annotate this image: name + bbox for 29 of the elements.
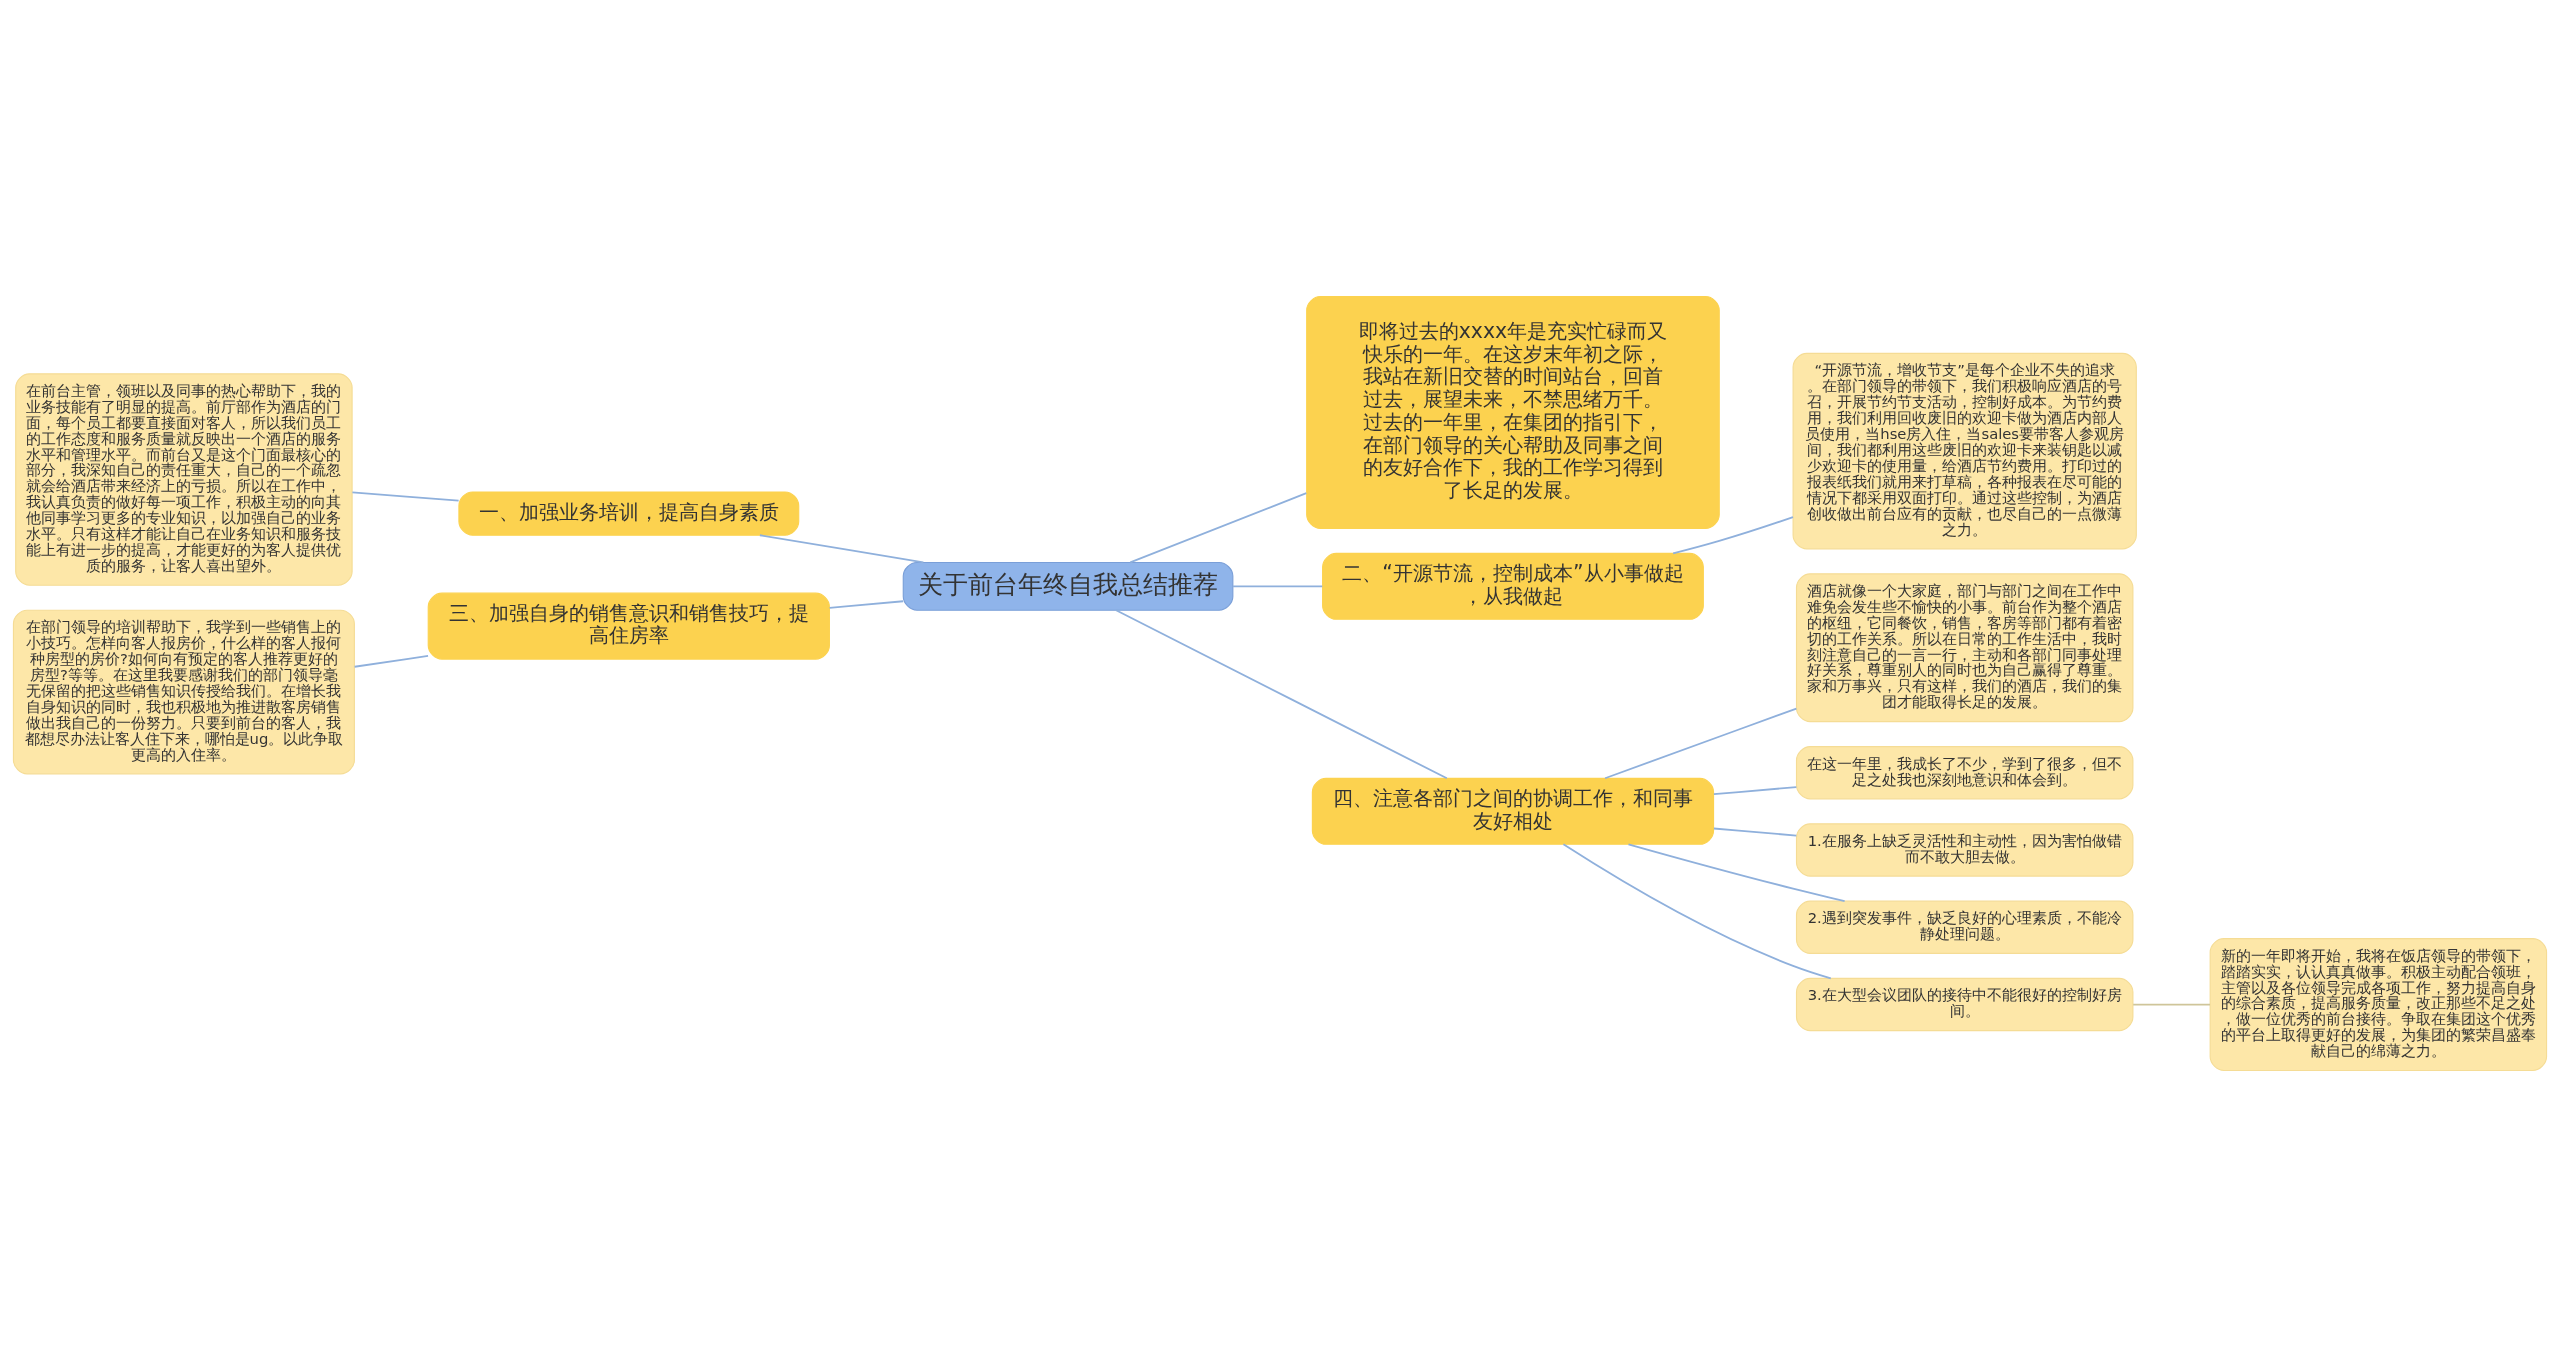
node-box: 酒店就像一个大家庭，部门与部门之间在工作中难免会发生些不愉快的小事。前台作为整个酒店的枢纽，它同餐饮，销售，客房等部门都有着密切的工作关系。所以在日常的工作生活中，我时刻注意自己的一言一行，主动和各部门同事处理好关系，尊重别人的同时也为自己赢得了尊重。家和万事兴，只有这样，我们的酒店，我们的集团才能取得长足的发展。 xyxy=(1795,573,2134,723)
connector xyxy=(1232,585,1324,588)
node-box: 在前台主管，领班以及同事的热心帮助下，我的业务技能有了明显的提高。前厅部作为酒店的门面，每个员工都要直接面对客人，所以我们员工的工作态度和服务质量就反映出一个酒店的服务水平和管理水平。而前台又是这个门面最核心的部分，我深知自己的责任重大，自己的一个疏忽就会给酒店带来经济上的亏损。所以在工作中，我认真负责的做好每一项工作，积极主动的向其他同事学习更多的专业知识，以加强自己的业务水平。只有这样才能让自己在业务知识和服务技能上有进一步的提高，才能更好的为客人提供优质的服务，让客人喜出望外。 xyxy=(15,373,353,586)
connector xyxy=(353,654,429,668)
connector xyxy=(351,491,460,502)
node-box: 1.在服务上缺乏灵活性和主动性，因为害怕做错而不敢大胆去做。 xyxy=(1795,823,2134,877)
connector xyxy=(1562,843,1832,980)
node-box: 新的一年即将开始，我将在饭店领导的带领下，踏踏实实，认认真真做事。积极主动配合领班，主管以及各位领导完成各项工作，努力提高自身的综合素质，提高服务质量，改正那些不足之处，做一位优秀的前台接待。争取在集团这个优秀的平台上取得更好的发展，为集团的繁荣昌盛奉献自己的绵薄之力。 xyxy=(2209,938,2548,1071)
node-box: “开源节流，增收节支”是每个企业不失的追求。在部门领导的带领下，我们积极响应酒店的号召，开展节约节支活动，控制好成本。为节约费用，我们利用回收废旧的欢迎卡做为酒店内部人员使用，当hse房入住，当sales要带客人参观房间，我们都利用这些废旧的欢迎卡来装钥匙以减少欢迎卡的使用量，给酒店节约费用。打印过的报表纸我们就用来打草稿，各种报表在尽可能的情况下都采用双面打印。通过这些控制，为酒店创收做出前台应有的贡献，也尽自己的一点微薄之力。 xyxy=(1792,352,2137,550)
node-box: 3.在大型会议团队的接待中不能很好的控制好房间。 xyxy=(1795,977,2134,1032)
node-box: 四、注意各部门之间的协调工作，和同事友好相处 xyxy=(1311,777,1715,845)
node-box: 关于前台年终自我总结推荐 xyxy=(902,561,1234,611)
node-box: 一、加强业务培训，提高自身素质 xyxy=(458,491,800,536)
connector xyxy=(1712,786,1798,796)
connector xyxy=(1604,707,1798,780)
connector xyxy=(1712,827,1798,837)
node-box: 二、“开源节流，控制成本”从小事做起，从我做起 xyxy=(1322,552,1704,620)
node-box: 即将过去的xxxx年是充实忙碌而又快乐的一年。在这岁末年初之际，我站在新旧交替的时间站台，回首过去，展望未来，不禁思绪万千。过去的一年里，在集团的指引下，在部门领导的关心帮助及同事之间的友好合作下，我的工作学习得到了长足的发展。 xyxy=(1306,296,1720,529)
node-box: 三、加强自身的销售意识和销售技巧，提高住房率 xyxy=(427,592,830,660)
connector xyxy=(1672,516,1794,555)
node-box: 在这一年里，我成长了不少，学到了很多，但不足之处我也深刻地意识和体会到。 xyxy=(1795,746,2134,800)
connector xyxy=(1115,609,1448,780)
connector xyxy=(758,534,925,564)
node-box: 2.遇到突发事件，缺乏良好的心理素质，不能冷静处理问题。 xyxy=(1795,900,2134,954)
connector xyxy=(1627,843,1846,902)
connector xyxy=(1129,492,1308,564)
connector xyxy=(828,600,905,609)
node-box: 在部门领导的培训帮助下，我学到一些销售上的小技巧。怎样向客人报房价，什么样的客人报何种房型的房价?如何向有预定的客人推荐更好的房型?等等。在这里我要感谢我们的部门领导毫无保留的把这些销售知识传授给我们。在增长我自身知识的同时，我也积极地为推进散客房销售做出我自己的一份努力。只要到前台的客人，我都想尽办法让客人住下来，哪怕是ug。以此争取更高的入住率。 xyxy=(12,609,355,775)
connector xyxy=(2132,1003,2211,1006)
